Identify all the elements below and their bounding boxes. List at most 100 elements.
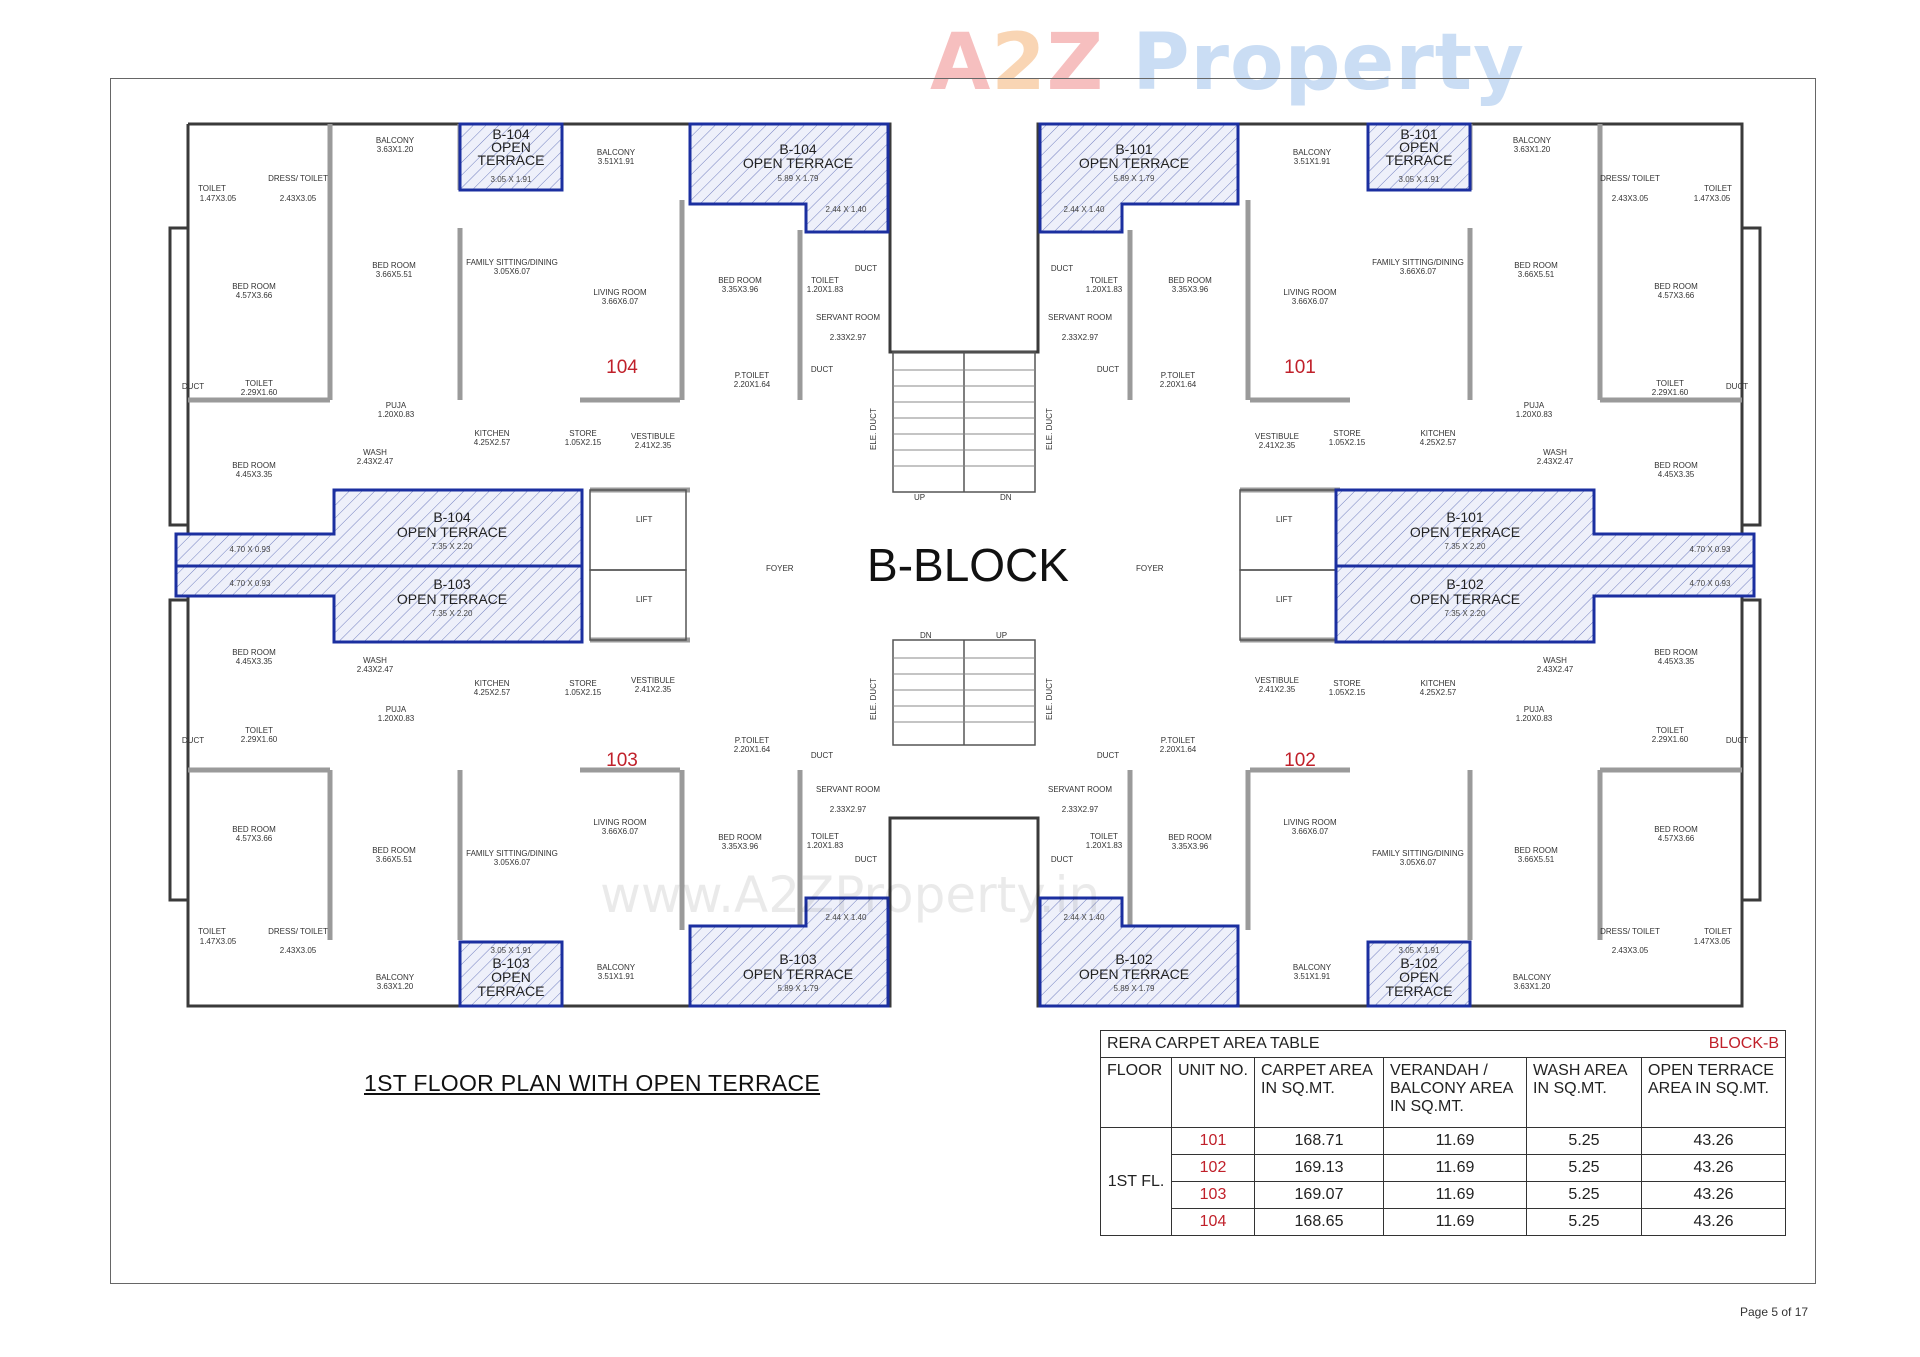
- dim-toilet-104b: 2.29X1.60: [241, 388, 278, 397]
- unit-numbers: 104 101 103 102: [606, 357, 1316, 771]
- header-balcony: VERANDAH / BALCONY AREA IN SQ.MT.: [1383, 1057, 1527, 1128]
- dim-balcony-101b: 3.51X1.91: [1294, 157, 1331, 166]
- t102-big-l2: OPEN TERRACE: [1079, 966, 1189, 982]
- unit-103: 103: [606, 750, 638, 771]
- t102-mid-dim: 7.35 X 2.20: [1445, 609, 1486, 618]
- dim-balcony-101a: 3.63X1.20: [1514, 145, 1551, 154]
- dim-ptoilet-101: 2.20X1.64: [1160, 380, 1197, 389]
- terrace-cell: 43.26: [1641, 1181, 1786, 1209]
- table-title: RERA CARPET AREA TABLE: [1100, 1030, 1527, 1058]
- dim-toilet-101b: 2.29X1.60: [1652, 388, 1689, 397]
- lift-stair-core: [589, 351, 1337, 746]
- unit-cell: 101: [1171, 1127, 1255, 1155]
- t102-big-dim: 5.89 X 1.79: [1114, 984, 1155, 993]
- balcony-cell: 11.69: [1383, 1208, 1527, 1236]
- dim-toilet-104a: 1.47X3.05: [200, 194, 237, 203]
- terrace-b102-mid: [1334, 564, 1756, 644]
- room-kitchen-102: KITCHEN: [1420, 679, 1455, 688]
- room-toilet-101b: TOILET: [1656, 379, 1684, 388]
- rera-carpet-area-table: RERA CARPET AREA TABLE BLOCK-B FLOOR UNI…: [1100, 1030, 1786, 1236]
- dim-balcony-102b: 3.51X1.91: [1294, 972, 1331, 981]
- t103-small-l2: OPEN: [491, 969, 531, 985]
- t101-small-l1: B-101: [1400, 126, 1438, 142]
- room-duct-104b: DUCT: [811, 365, 833, 374]
- room-family-102: FAMILY SITTING/DINING: [1372, 849, 1464, 858]
- dim-toilet-101a: 1.47X3.05: [1694, 194, 1731, 203]
- room-balcony-101a: BALCONY: [1513, 136, 1552, 145]
- notch-dim-3: 2.44 X 1.40: [826, 913, 867, 922]
- t103-big-dim: 5.89 X 1.79: [778, 984, 819, 993]
- dim-store-104: 1.05X2.15: [565, 438, 602, 447]
- room-store-104: STORE: [569, 429, 596, 438]
- room-toilet-101a: TOILET: [1704, 184, 1732, 193]
- t101-small-l3: TERRACE: [1386, 152, 1453, 168]
- room-balcony-104a: BALCONY: [376, 136, 415, 145]
- dim-dress-104: 2.43X3.05: [280, 194, 317, 203]
- room-duct-102a: DUCT: [1051, 855, 1073, 864]
- strip-dim-4: 4.70 X 0.93: [1690, 579, 1731, 588]
- t102-mid-l1: B-102: [1446, 576, 1484, 592]
- room-duct-101c: DUCT: [1726, 382, 1748, 391]
- stair-dn-label-2: DN: [920, 631, 932, 640]
- ele-duct-labels: ELE. DUCT ELE. DUCT ELE. DUCT ELE. DUCT: [869, 408, 1054, 720]
- room-living-102: LIVING ROOM: [1283, 818, 1337, 827]
- dim-bed-102a: 4.57X3.66: [1658, 834, 1695, 843]
- dim-store-103: 1.05X2.15: [565, 688, 602, 697]
- terraces: [174, 122, 1756, 1008]
- notch-dim-1: 2.44 X 1.40: [826, 205, 867, 214]
- room-balcony-104b: BALCONY: [597, 148, 636, 157]
- table-row: 1ST FL. 101 168.71 11.69 5.25 43.26: [1100, 1127, 1786, 1236]
- room-living-101: LIVING ROOM: [1283, 288, 1337, 297]
- lift-label-2: LIFT: [636, 595, 653, 604]
- t104-small-dim: 3.05 X 1.91: [491, 175, 532, 184]
- room-puja-101: PUJA: [1524, 401, 1545, 410]
- t103-big-l2: OPEN TERRACE: [743, 966, 853, 982]
- table-header-row: FLOOR UNIT NO. CARPET AREA IN SQ.MT. VER…: [1100, 1057, 1786, 1128]
- url-watermark: www.A2ZProperty.in: [600, 866, 1101, 924]
- t102-big-l1: B-102: [1115, 951, 1153, 967]
- room-puja-103: PUJA: [386, 705, 407, 714]
- dim-ptoilet-104: 2.20X1.64: [734, 380, 771, 389]
- ele-duct-2: ELE. DUCT: [1045, 408, 1054, 450]
- t101-mid-dim: 7.35 X 2.20: [1445, 542, 1486, 551]
- foyer-label-2: FOYER: [1136, 564, 1164, 573]
- room-puja-102: PUJA: [1524, 705, 1545, 714]
- dim-servant-102: 2.33X2.97: [1062, 805, 1099, 814]
- dim-wash-101: 2.43X2.47: [1537, 457, 1574, 466]
- terrace-b102-bot-small: [1366, 940, 1472, 1008]
- room-toilet-102a: TOILET: [1704, 927, 1732, 936]
- room-bed-102b: BED ROOM: [1514, 846, 1558, 855]
- t101-small-l2: OPEN: [1399, 139, 1439, 155]
- dim-family-104: 3.05X6.07: [494, 267, 531, 276]
- dim-servant-103: 2.33X2.97: [830, 805, 867, 814]
- dim-living-104: 3.66X6.07: [602, 297, 639, 306]
- room-balcony-103a: BALCONY: [376, 973, 415, 982]
- room-toilet-102c: TOILET: [1090, 832, 1118, 841]
- dim-bed-102c: 3.35X3.96: [1172, 842, 1209, 851]
- room-store-103: STORE: [569, 679, 596, 688]
- room-bed-101a: BED ROOM: [1654, 282, 1698, 291]
- notch-dim-2: 2.44 X 1.40: [1064, 205, 1105, 214]
- room-bed-101b: BED ROOM: [1514, 261, 1558, 270]
- dim-puja-103: 1.20X0.83: [378, 714, 415, 723]
- dim-toilet-102c: 1.20X1.83: [1086, 841, 1123, 850]
- notch-dim-4: 2.44 X 1.40: [1064, 913, 1105, 922]
- room-bed-104c: BED ROOM: [718, 276, 762, 285]
- t101-mid-l1: B-101: [1446, 509, 1484, 525]
- room-bed-101d: BED ROOM: [1654, 461, 1698, 470]
- room-ptoilet-103: P.TOILET: [735, 736, 770, 745]
- room-bed-103d: BED ROOM: [232, 648, 276, 657]
- room-dress-103: DRESS/ TOILET: [268, 927, 328, 936]
- room-toilet-104c: TOILET: [811, 276, 839, 285]
- dim-bed-103c: 3.35X3.96: [722, 842, 759, 851]
- stair-up-label-2: UP: [996, 631, 1007, 640]
- dim-servant-104: 2.33X2.97: [830, 333, 867, 342]
- outer-walls: [168, 122, 1762, 1008]
- terrace-cell: 43.26: [1641, 1127, 1786, 1155]
- dim-toilet-104c: 1.20X1.83: [807, 285, 844, 294]
- room-wash-102: WASH: [1543, 656, 1567, 665]
- room-duct-101a: DUCT: [1051, 264, 1073, 273]
- dim-balcony-104b: 3.51X1.91: [598, 157, 635, 166]
- t103-small-l1: B-103: [492, 955, 530, 971]
- wash-cell: 5.25: [1526, 1181, 1642, 1209]
